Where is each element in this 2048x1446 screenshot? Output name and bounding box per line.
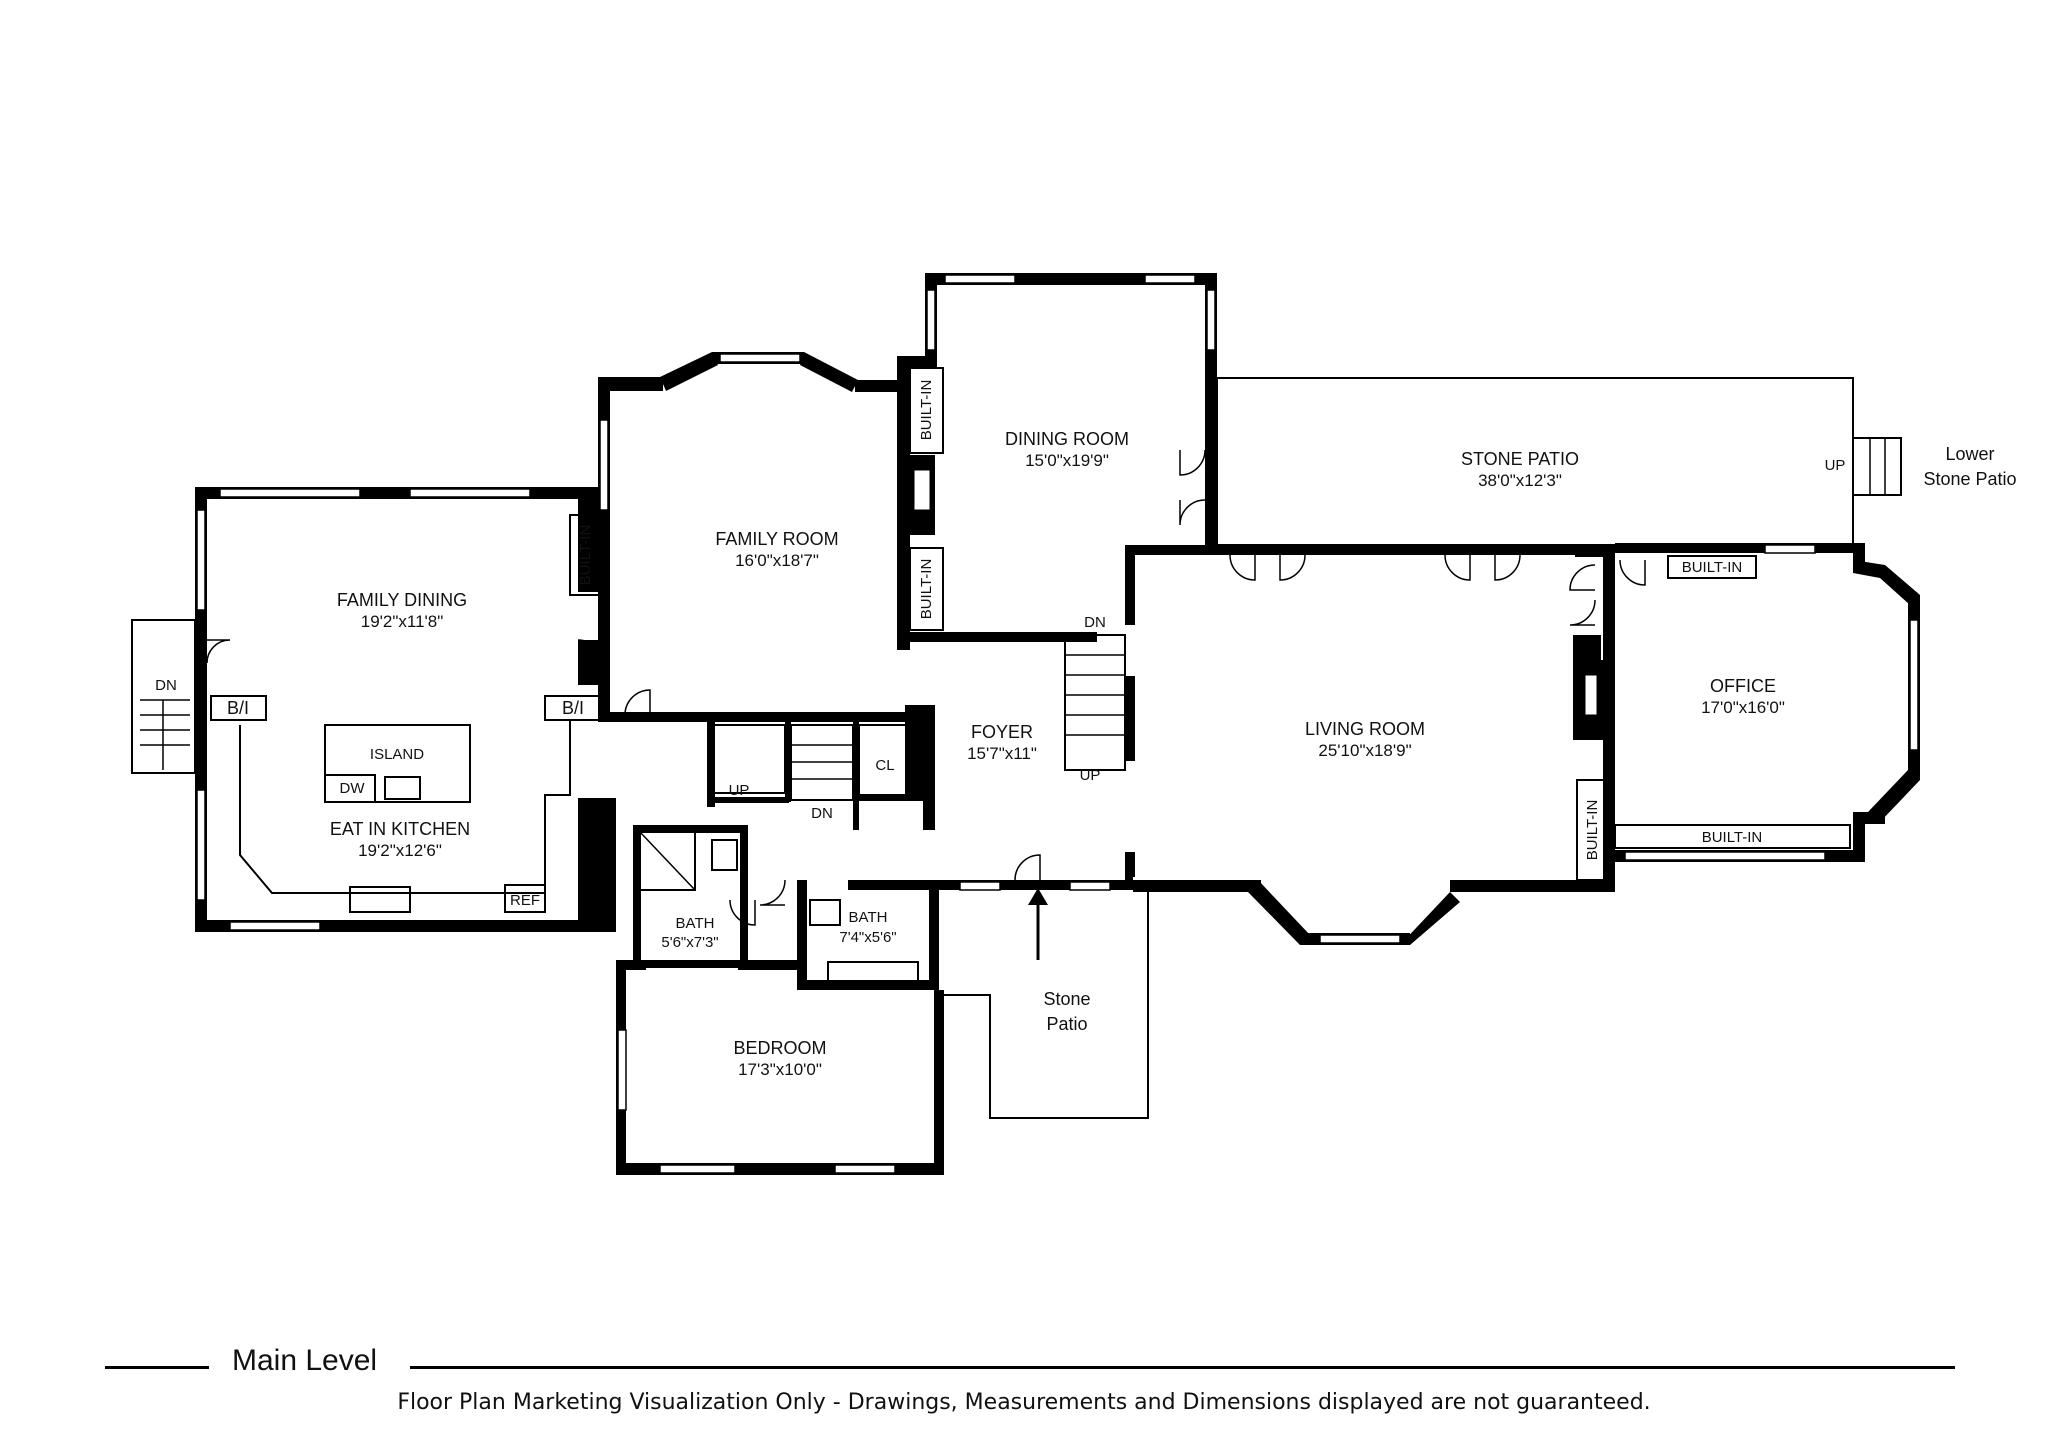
- dining-room-dims: 15'0"x19'9": [1025, 451, 1109, 470]
- office-name: OFFICE: [1710, 676, 1776, 696]
- front-patio-line1: Stone: [1043, 989, 1090, 1009]
- windows: [196, 274, 1919, 1174]
- stair-up-foyer: UP: [1080, 767, 1101, 784]
- family-dining-dims: 19'2"x11'8": [361, 612, 444, 631]
- bath-left-dims: 5'6"x7'3": [661, 934, 718, 951]
- bath-right-name: BATH: [849, 909, 888, 926]
- kitchen-dims: 19'2"x12'6": [358, 841, 442, 860]
- kitchen-name: EAT IN KITCHEN: [330, 819, 470, 839]
- built-in-office-top: BUILT-IN: [1682, 559, 1743, 576]
- front-patio-line2: Patio: [1046, 1014, 1087, 1034]
- bath-right-dims: 7'4"x5'6": [839, 929, 896, 946]
- stair-dn-center: DN: [811, 805, 833, 822]
- living-room-name: LIVING ROOM: [1305, 719, 1425, 739]
- built-in-dining-bottom: BUILT-IN: [918, 559, 935, 620]
- fixture-labels: ISLAND DW REF CL B/I B/I BUILT-IN BUILT-…: [155, 380, 1845, 909]
- stair-up-patio: UP: [1825, 457, 1846, 474]
- bedroom-dims: 17'3"x10'0": [738, 1060, 822, 1079]
- doors: [206, 449, 1646, 926]
- lower-patio-line2: Stone Patio: [1923, 469, 2016, 489]
- built-in-living: BUILT-IN: [1584, 800, 1601, 861]
- family-room-name: FAMILY ROOM: [715, 529, 838, 549]
- built-in-dining-top: BUILT-IN: [918, 380, 935, 441]
- stairs-and-fixtures: [140, 367, 1902, 1119]
- bedroom-name: BEDROOM: [733, 1038, 826, 1058]
- family-dining-name: FAMILY DINING: [337, 590, 467, 610]
- island-label: ISLAND: [370, 746, 424, 763]
- bi-label-right: B/I: [562, 698, 584, 718]
- room-labels: FAMILY DINING 19'2"x11'8" FAMILY ROOM 16…: [330, 429, 2017, 1079]
- disclaimer-note: Floor Plan Marketing Visualization Only …: [397, 1390, 1651, 1415]
- family-room-dims: 16'0"x18'7": [735, 551, 819, 570]
- lower-patio-line1: Lower: [1945, 444, 1994, 464]
- foyer-name: FOYER: [971, 722, 1033, 742]
- built-in-office-bottom: BUILT-IN: [1702, 829, 1763, 846]
- dining-room-name: DINING ROOM: [1005, 429, 1129, 449]
- built-in-family-room: BUILT-IN: [577, 525, 594, 586]
- footer-rule-right: [410, 1366, 1955, 1369]
- foyer-dims: 15'7"x11": [967, 744, 1037, 763]
- office-dims: 17'0"x16'0": [1701, 698, 1785, 717]
- stair-dn-foyer: DN: [1084, 614, 1106, 631]
- level-title: Main Level: [232, 1344, 378, 1377]
- bi-label-left: B/I: [227, 698, 249, 718]
- stone-patio-name: STONE PATIO: [1461, 449, 1579, 469]
- stone-patio-dims: 38'0"x12'3": [1478, 471, 1562, 490]
- closet-label: CL: [875, 757, 894, 774]
- living-room-dims: 25'10"x18'9": [1318, 741, 1411, 760]
- dishwasher-label: DW: [340, 780, 366, 797]
- footer-rule-left: [105, 1366, 209, 1369]
- refrigerator-label: REF: [510, 892, 540, 909]
- bath-left-name: BATH: [676, 915, 715, 932]
- stair-dn-left: DN: [155, 677, 177, 694]
- stair-up-center: UP: [729, 782, 750, 799]
